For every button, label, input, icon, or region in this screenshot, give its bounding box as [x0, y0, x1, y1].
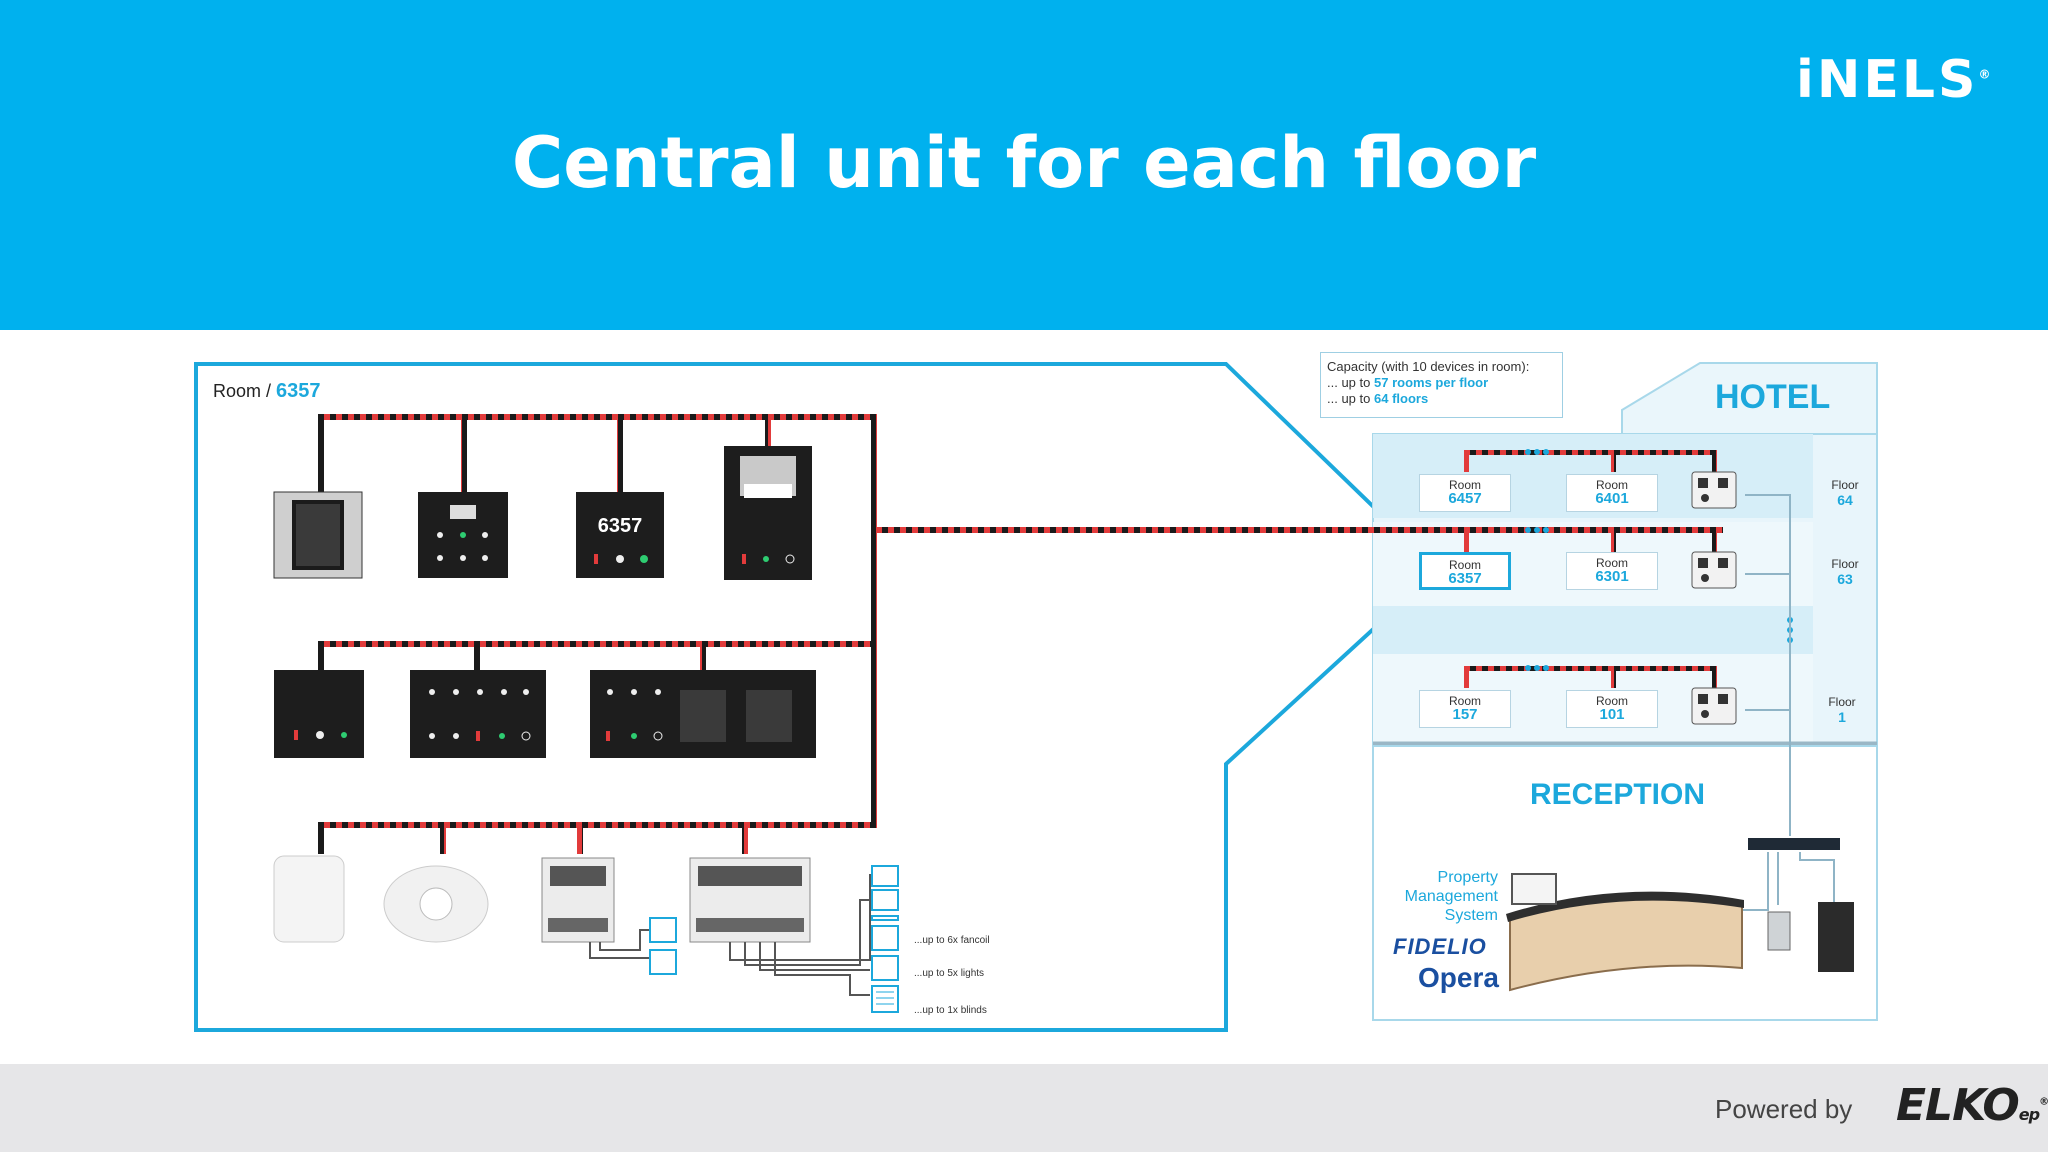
- elko-logo-text: ELKO: [1896, 1080, 2020, 1131]
- room-box-number: 157: [1452, 706, 1478, 723]
- powered-by-text: Powered by: [1715, 1094, 1853, 1124]
- elko-logo: ELKOep®: [1896, 1080, 2048, 1131]
- capacity-rooms-per-floor: 57 rooms per floor: [1374, 375, 1489, 390]
- capacity-line-2-prefix: ... up to: [1327, 375, 1371, 390]
- fancoil-icons: [871, 865, 899, 921]
- capacity-line-3-prefix: ... up to: [1327, 391, 1371, 406]
- central-unit-floor-1: [1691, 687, 1737, 725]
- capacity-box: Capacity (with 10 devices in room): ... …: [1320, 352, 1563, 418]
- capacity-line-3: ... up to 64 floors: [1327, 391, 1562, 407]
- page-title: Central unit for each floor: [511, 122, 1537, 204]
- central-unit-floor-63: [1691, 551, 1737, 589]
- reception-title: RECEPTION: [1530, 778, 1706, 811]
- room-box-label: Room: [1595, 556, 1628, 570]
- floor-number: 1: [1838, 709, 1846, 725]
- elko-logo-sub: ep: [2018, 1105, 2040, 1124]
- room-box-label: Room: [1448, 558, 1481, 572]
- floor-band-gap: [1373, 606, 1813, 654]
- load-lines: [589, 874, 871, 996]
- room-box-label: Room: [1595, 694, 1628, 708]
- more-rooms-dots: [1525, 449, 1549, 671]
- door-contact-sensor: [273, 855, 345, 943]
- blinds-icon: [871, 985, 899, 1013]
- switch-socket-combo-device: [590, 670, 816, 758]
- fidelio-logo: FIDELIO: [1393, 934, 1487, 959]
- room-box-label: Room: [1595, 478, 1628, 492]
- reception-desk-top: [1506, 891, 1744, 922]
- central-unit-floor-64: [1691, 471, 1737, 509]
- header-banner: [0, 0, 2048, 330]
- capacity-line-1: Capacity (with 10 devices in room):: [1327, 359, 1530, 374]
- room-label-prefix: Room /: [213, 381, 272, 401]
- capacity-floors: 64 floors: [1374, 391, 1429, 406]
- room-box-number: 6401: [1595, 490, 1629, 507]
- note-blinds: ...up to 1x blinds: [914, 1005, 987, 1016]
- pms-label: Property Management System: [1404, 869, 1498, 924]
- doorbell-panel-number: 6357: [598, 515, 643, 537]
- actuator-module-small: [541, 857, 615, 943]
- room-bus-wires: [318, 414, 1723, 854]
- light-icons: [649, 917, 899, 981]
- inels-logo-text: iNELS: [1796, 50, 1979, 110]
- floor-number: 64: [1837, 492, 1853, 508]
- pms-computer: [1511, 873, 1557, 905]
- note-fancoil: ...up to 6x fancoil: [914, 935, 990, 946]
- room-box-number: 6301: [1595, 568, 1629, 585]
- doorbell-panel-device: [576, 492, 664, 578]
- floor-word: Floor: [1831, 557, 1859, 571]
- opera-logo: Opera: [1418, 962, 1499, 993]
- touch-panel-device: [273, 491, 363, 579]
- elko-logo-mark: ®: [2039, 1096, 2048, 1108]
- footer-bar: [0, 1064, 2048, 1152]
- room-box-number: 6457: [1448, 490, 1482, 507]
- room-outline: [194, 362, 1512, 1032]
- floor-word: Floor: [1828, 695, 1856, 709]
- room-box-number: 101: [1599, 706, 1625, 723]
- room-label: Room / 6357: [213, 380, 321, 403]
- note-lights: ...up to 5x lights: [914, 968, 985, 979]
- server: [1767, 911, 1791, 951]
- hotel-title: HOTEL: [1715, 378, 1831, 416]
- network-switch: [1748, 838, 1840, 850]
- switch-3-device: [274, 670, 364, 758]
- inels-logo-mark: ®: [1978, 67, 1994, 82]
- room-box-label: Room: [1448, 694, 1481, 708]
- actuator-module-large: [689, 857, 811, 943]
- inels-logo: iNELS®: [1796, 50, 1993, 110]
- room-box-label: Room: [1448, 478, 1481, 492]
- reception-area: [1372, 745, 1878, 1021]
- floor-number: 63: [1837, 571, 1853, 587]
- room-box-number: 6357: [1448, 570, 1482, 587]
- switch-8-device: [410, 670, 546, 758]
- room-label-number: 6357: [276, 380, 321, 402]
- floor-bus-wires: [1464, 450, 1717, 688]
- card-holder-device: [724, 446, 812, 580]
- capacity-line-2: ... up to 57 rooms per floor: [1327, 375, 1562, 391]
- thermostat-device: [418, 492, 508, 578]
- hotel-building-outline: [1621, 362, 1878, 435]
- server-rack: [1818, 902, 1854, 972]
- floor-word: Floor: [1831, 478, 1859, 492]
